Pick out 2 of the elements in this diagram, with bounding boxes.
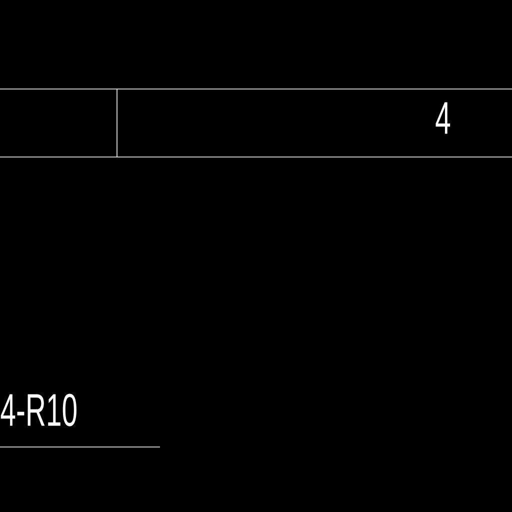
dimension-text: 4-R10 <box>0 394 76 426</box>
dimension-text: 4 <box>436 102 450 134</box>
